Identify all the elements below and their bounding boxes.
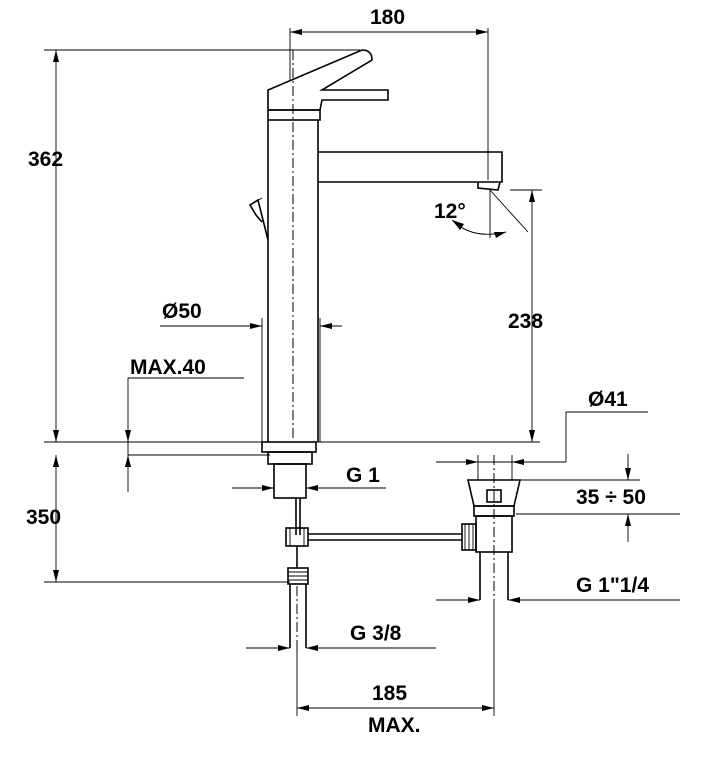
dim-label-diameter-50: Ø50 (162, 300, 202, 323)
dim-label-angle: 12° (434, 200, 466, 223)
dim-label-max: MAX. (368, 714, 421, 737)
dim-label-max40: MAX.40 (130, 356, 206, 379)
dimension-labels: 180 362 238 12° Ø50 MAX.40 350 G 1 Ø41 3… (26, 6, 649, 737)
dim-label-362: 362 (28, 148, 63, 171)
dim-label-238: 238 (508, 310, 543, 333)
hose-connector (285, 527, 309, 648)
dimension-lines (44, 28, 680, 716)
dim-label-35-50: 35 ÷ 50 (576, 486, 646, 509)
dim-label-g3-8: G 3/8 (350, 622, 402, 645)
connecting-rod (308, 533, 462, 541)
faucet-body (248, 49, 503, 535)
dim-label-g1-1-4: G 1"1/4 (576, 574, 649, 597)
drain-assembly (461, 479, 522, 600)
center-lines (292, 50, 495, 650)
dim-label-g1: G 1 (346, 464, 380, 487)
dim-label-180: 180 (370, 6, 405, 29)
dim-label-diameter-41: Ø41 (588, 388, 628, 411)
dim-label-350: 350 (26, 506, 61, 529)
dim-label-185: 185 (372, 682, 407, 705)
